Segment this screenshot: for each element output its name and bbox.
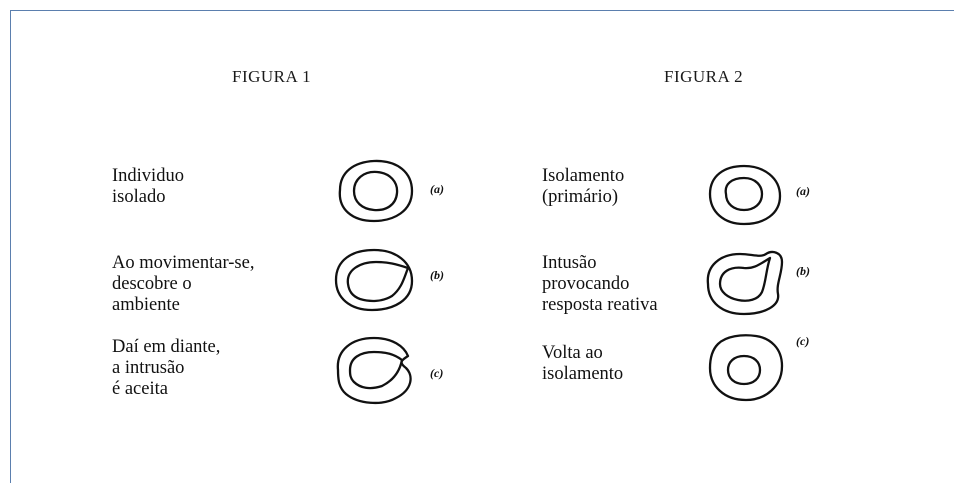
label-line: Intusão — [542, 253, 597, 273]
label-line: isolamento — [542, 364, 624, 384]
label-line: isolado — [112, 187, 166, 207]
figure-1-label-c: Daí em diante, a intrusão é aceita — [112, 337, 220, 400]
label-line: descobre o — [112, 274, 192, 294]
figure-1-label-a: Individuo isolado — [112, 166, 184, 208]
figure-1-diagram-b — [334, 248, 414, 312]
label-line: ambiente — [112, 295, 180, 315]
label-line: Volta ao — [542, 343, 603, 363]
label-line: Daí em diante, — [112, 337, 221, 357]
figure-2-tag-b: (b) — [796, 264, 810, 278]
frame-left-border — [10, 10, 11, 483]
figure-2-diagram-c — [708, 334, 784, 402]
figure-2-diagram-a — [708, 164, 782, 226]
figure-2-label-a: Isolamento (primário) — [542, 166, 624, 208]
figure-1-diagram-c — [336, 336, 412, 405]
label-line: (primário) — [542, 187, 619, 207]
figure-2-title: FIGURA 2 — [664, 67, 744, 86]
label-line: Ao movimentar-se, — [112, 253, 255, 273]
frame-top-border — [10, 10, 954, 11]
figure-2-tag-c: (c) — [796, 334, 810, 348]
figure-1-tag-a: (a) — [430, 182, 444, 196]
figure-1-diagram-a — [338, 159, 414, 223]
figure-1-tag-b: (b) — [430, 268, 444, 282]
figure-1-title: FIGURA 1 — [232, 67, 312, 86]
label-line: provocando — [542, 274, 630, 294]
figure-2-diagram-b — [706, 250, 784, 316]
label-line: Individuo — [112, 166, 184, 186]
figure-2-tag-a: (a) — [796, 184, 810, 198]
label-line: Isolamento — [542, 166, 625, 186]
figure-1-tag-c: (c) — [430, 366, 444, 380]
label-line: é aceita — [112, 379, 168, 399]
figure-2-label-c: Volta ao isolamento — [542, 343, 623, 385]
label-line: resposta reativa — [542, 295, 658, 315]
label-line: a intrusão — [112, 358, 185, 378]
figure-1-label-b: Ao movimentar-se, descobre o ambiente — [112, 253, 254, 316]
figure-2-label-b: Intusão provocando resposta reativa — [542, 253, 658, 316]
